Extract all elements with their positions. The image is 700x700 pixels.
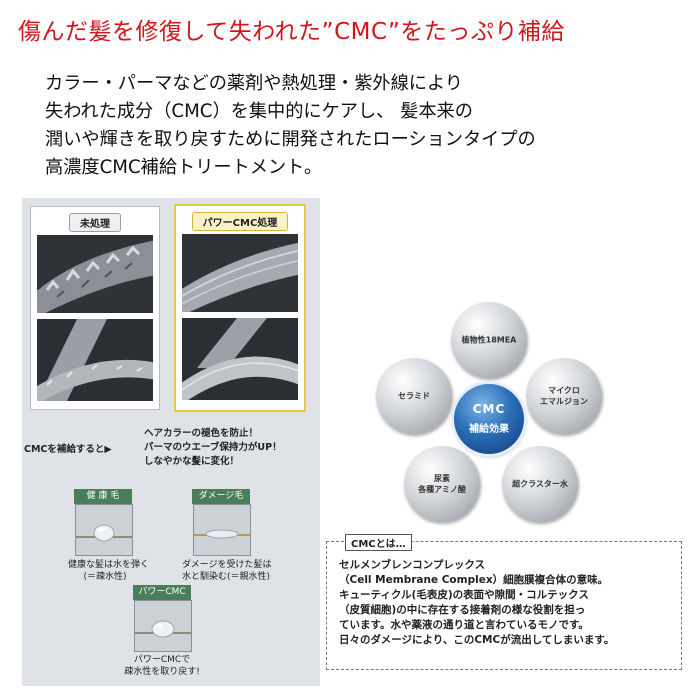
intro-line: 潤いや輝きを取り戻すために開発されたローションタイプの	[45, 129, 536, 150]
power-cmc-droplet-image	[134, 600, 192, 652]
benefit-item: ヘアカラーの褪色を防止！	[144, 428, 259, 439]
healthy-hair-caption: 健康な髪は水を弾く (＝疎水性)	[68, 559, 150, 583]
hair-surface-image	[37, 235, 153, 313]
headline: 傷んだ髪を修復して失われた”CMC”をたっぷり補給	[18, 19, 565, 45]
untreated-micrograph-bottom	[37, 319, 153, 401]
treated-card: パワーCMC処理	[174, 204, 306, 412]
petal-label: 植物性18MEA	[461, 335, 517, 345]
definition-line: キューティクル(毛表皮)の表面や隙間・コルテックス	[339, 589, 589, 601]
healthy-hair-droplet-image	[75, 504, 133, 556]
petal-label: セラミド	[398, 391, 430, 401]
treated-micrograph-bottom	[182, 318, 298, 400]
power-cmc-label: パワーCMC	[133, 585, 191, 600]
cmc-definition-tag: CMCとは…	[345, 534, 412, 551]
caption-line: 水と馴染む(＝親水性)	[182, 572, 271, 582]
intro-paragraph: カラー・パーマなどの薬剤や熱処理・紫外線により 失われた成分（CMC）を集中的に…	[45, 70, 685, 182]
damaged-hair-droplet-image	[193, 504, 251, 556]
smooth-hair-surface-image	[182, 234, 298, 312]
smooth-hair-crosssection-image	[182, 318, 298, 400]
petal-label: 尿素各種アミノ酸	[418, 474, 466, 494]
petal-ceramide: セラミド	[376, 358, 452, 434]
treated-label: パワーCMC処理	[191, 212, 289, 231]
center-title: CMC	[472, 402, 506, 416]
damaged-hair-label: ダメージ毛	[192, 489, 250, 504]
healthy-hair-label: 健 康 毛	[74, 489, 132, 504]
center-sphere: CMC 補給効果	[454, 384, 524, 454]
petal-18mea: 植物性18MEA	[451, 302, 527, 378]
definition-line: ています。水や薬液の通り道と言わているモノです。	[339, 619, 589, 631]
petal-cluster-water: 超クラスター水	[502, 446, 578, 522]
water-droplet-icon	[135, 620, 191, 638]
damaged-hair-caption: ダメージを受けた髪は 水と馴染む(＝親水性)	[182, 559, 272, 583]
cmc-definition-box: CMCとは… セルメンブレンコンプレックス （Cell Membrane Com…	[326, 534, 682, 670]
water-droplet-icon	[76, 524, 132, 542]
cmc-supply-label: CMCを補給すると▶	[24, 444, 112, 455]
power-cmc-caption: パワーCMCで 疎水性を取り戻す!	[122, 654, 202, 678]
definition-line: 日々のダメージにより、このCMCが流出してしまいます。	[339, 634, 615, 646]
definition-line: （Cell Membrane Complex）細胞膜複合体の意味。	[339, 574, 609, 586]
untreated-card: 未処理	[30, 206, 160, 410]
benefit-item: しなやかな髪に変化！	[144, 456, 240, 467]
petal-urea-amino: 尿素各種アミノ酸	[404, 446, 480, 522]
definition-line: （皮質細胞)の中に存在する接着剤の様な役割を担っ	[339, 604, 586, 616]
petal-microemulsion: マイクロエマルジョン	[526, 358, 602, 434]
flattened-droplet-icon	[194, 529, 250, 539]
benefit-item: パーマのウエーブ保持力がUP！	[144, 442, 282, 453]
caption-line: 疎水性を取り戻す!	[124, 667, 200, 677]
untreated-label: 未処理	[69, 213, 121, 232]
intro-line: 高濃度CMC補給トリートメント。	[45, 157, 323, 178]
center-subtitle: 補給効果	[469, 424, 509, 435]
caption-line: (＝疎水性)	[83, 572, 127, 582]
caption-line: 健康な髪は水を弾く	[68, 560, 150, 570]
definition-line: セルメンブレンコンプレックス	[339, 559, 486, 571]
treated-micrograph-top	[182, 234, 298, 312]
caption-line: パワーCMCで	[133, 655, 191, 665]
cmc-effect-diagram: 植物性18MEA マイクロエマルジョン 超クラスター水 尿素各種アミノ酸 セラミ…	[374, 300, 604, 526]
cmc-definition-text: セルメンブレンコンプレックス （Cell Membrane Complex）細胞…	[339, 558, 679, 648]
petal-label: 超クラスター水	[512, 479, 568, 489]
comparison-panel: 未処理 パワーCMC処理	[22, 198, 320, 686]
hair-crosssection-image	[37, 319, 153, 401]
benefits-list: ヘアカラーの褪色を防止！ パーマのウエーブ保持力がUP！ しなやかな髪に変化！	[144, 427, 282, 469]
petal-label: マイクロエマルジョン	[540, 386, 588, 406]
intro-line: カラー・パーマなどの薬剤や熱処理・紫外線により	[45, 73, 463, 94]
caption-line: ダメージを受けた髪は	[182, 560, 272, 570]
untreated-micrograph-top	[37, 235, 153, 313]
intro-line: 失われた成分（CMC）を集中的にケアし、 髪本来の	[45, 101, 473, 122]
